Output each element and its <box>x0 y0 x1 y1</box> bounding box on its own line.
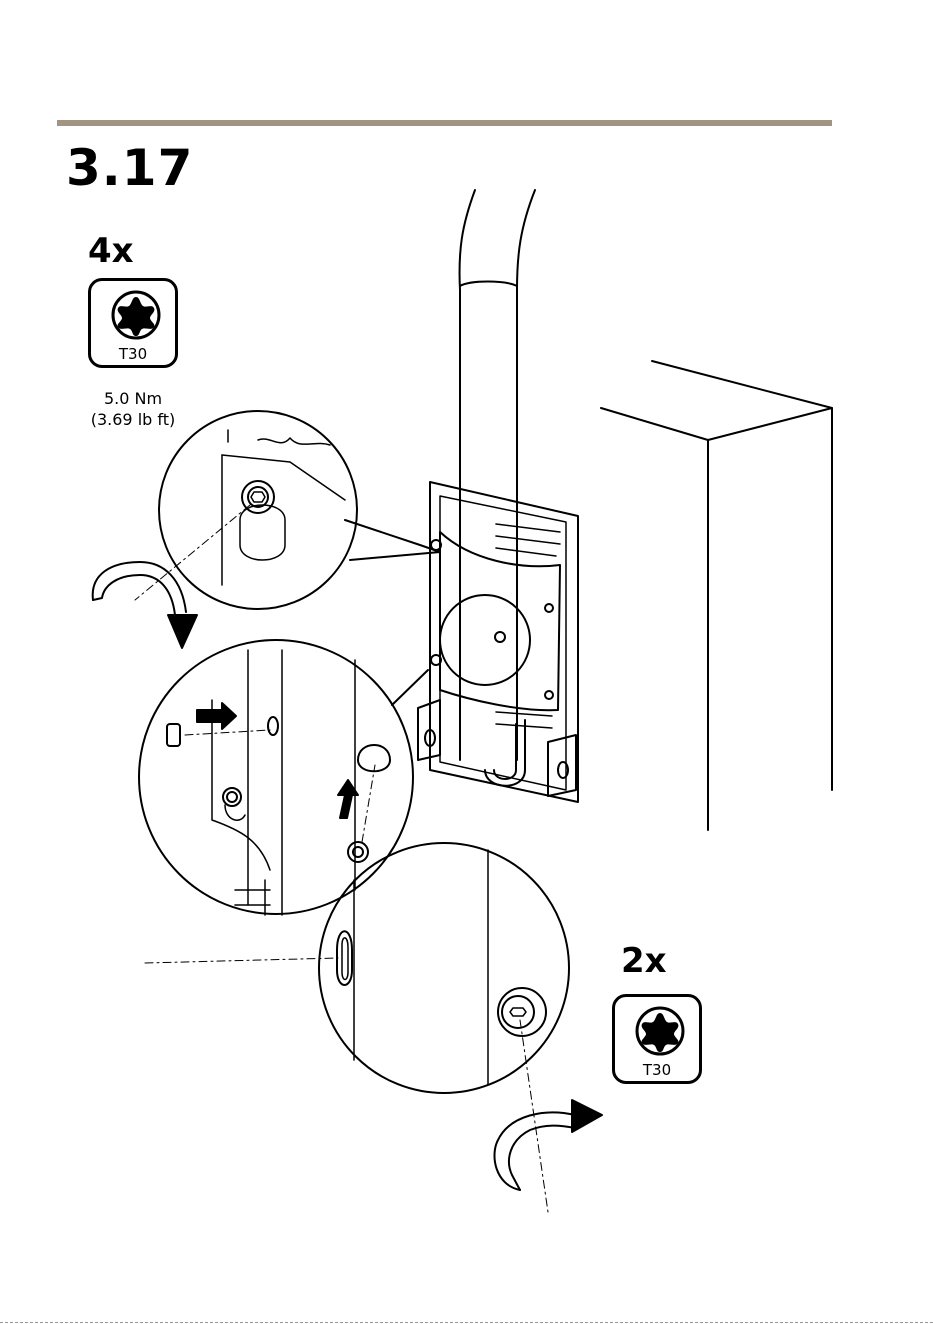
page-bottom-edge <box>0 1322 933 1323</box>
pole <box>460 190 535 760</box>
mounting-bracket <box>418 482 578 802</box>
detail-circle-hole <box>145 843 569 1212</box>
detail-circle-cap <box>139 640 428 915</box>
detail-circle-screw <box>135 411 440 609</box>
wall-cabinet <box>601 361 832 830</box>
rotate-arrow-icon <box>93 562 197 648</box>
rotate-arrow-icon-bottom <box>494 1100 602 1190</box>
